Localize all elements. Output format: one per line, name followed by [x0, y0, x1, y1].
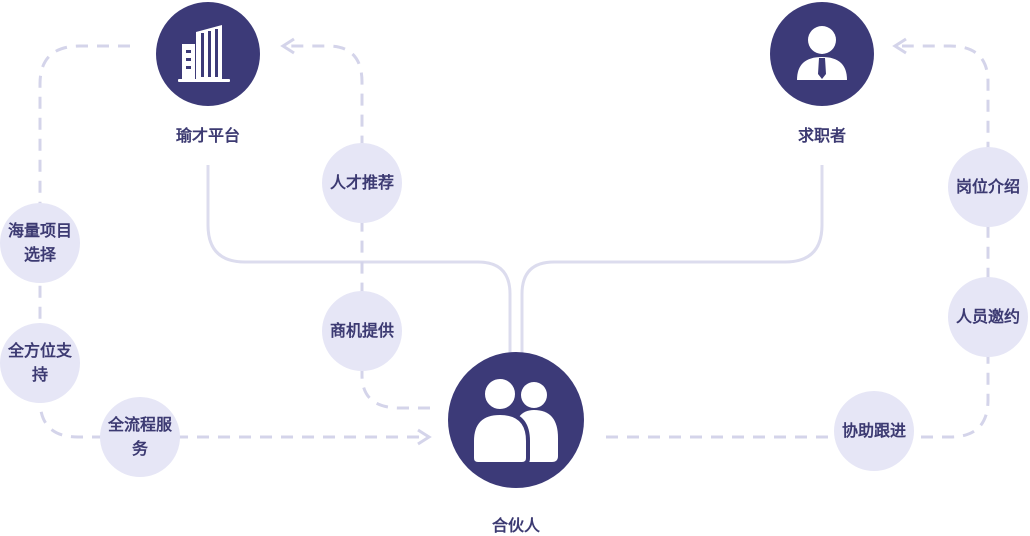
partner-node [448, 352, 584, 488]
badge-business-provide: 商机提供 [322, 291, 402, 371]
platform-label: 瑜才平台 [175, 126, 240, 145]
partner-to-seeker-flow [606, 44, 990, 439]
partner-label: 合伙人 [491, 516, 540, 535]
arrow-to-platform [280, 37, 295, 55]
badge-massive-projects-text: 海量项目选择 [8, 221, 73, 264]
arrow-to-partner [417, 428, 432, 446]
badge-staff-invite: 人员邀约 [948, 277, 1028, 357]
badge-massive-projects: 海量项目选择 [0, 203, 80, 283]
person-tie-icon [797, 26, 847, 80]
job-seeker-label: 求职者 [797, 126, 846, 145]
seeker-partner-line [520, 165, 824, 355]
badge-full-service: 全流程服务 [100, 397, 180, 477]
badge-business-provide-text: 商机提供 [330, 321, 395, 340]
badge-talent-recommend: 人才推荐 [322, 143, 402, 223]
badge-assist-follow: 协助跟进 [834, 391, 914, 471]
platform-node [156, 2, 260, 106]
badge-assist-follow-text: 协助跟进 [842, 421, 907, 440]
platform-to-partner-flow [38, 44, 422, 439]
badge-full-service-text: 全流程服务 [108, 415, 173, 458]
partner-to-platform-flow [290, 44, 430, 410]
badge-full-support-text: 全方位支持 [8, 341, 73, 384]
badge-talent-recommend-text: 人才推荐 [330, 173, 395, 192]
badge-position-intro-text: 岗位介绍 [956, 177, 1021, 196]
badge-staff-invite-text: 人员邀约 [956, 307, 1021, 326]
users-icon [470, 375, 558, 466]
badge-full-support: 全方位支持 [0, 323, 80, 403]
badge-position-intro: 岗位介绍 [948, 147, 1028, 227]
arrow-to-seeker [892, 37, 907, 55]
platform-partner-line [206, 165, 512, 355]
job-seeker-node [770, 2, 874, 106]
building-icon [178, 25, 230, 82]
